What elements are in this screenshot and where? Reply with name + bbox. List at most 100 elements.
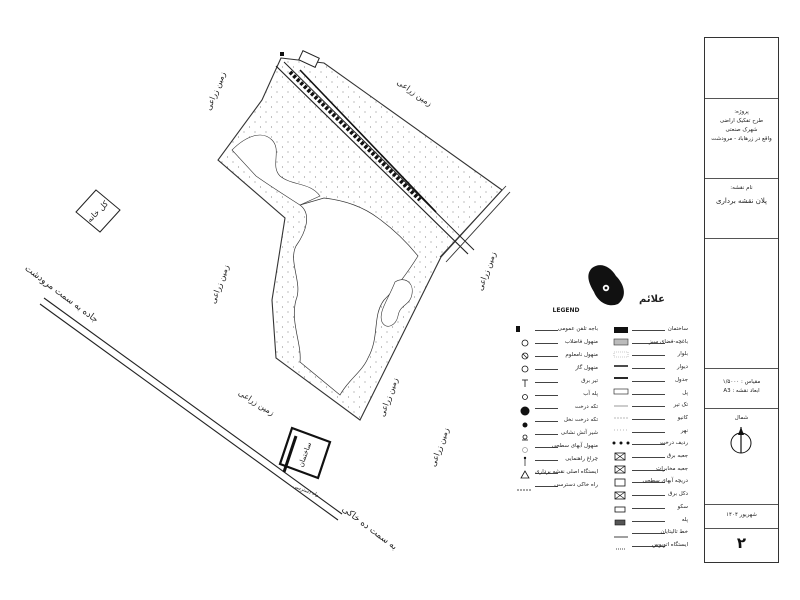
legend-item-label: دریچه آبهای سطحی [642,478,688,485]
legend-symbol-surface-manhole [522,447,528,453]
legend-leader-line [632,444,665,446]
legend-symbol-boulevard [613,351,629,358]
legend-leader-line [632,393,665,395]
legend-item-label: تکه درخت نخل [563,417,598,423]
inner-clear-region-2 [231,134,321,206]
legend-symbol-stairs [614,519,626,526]
north-label: شمال [734,415,749,421]
channel-edge-b [283,61,475,251]
legend-item-label: نهر [680,427,688,434]
legend-item-label: ایستگاه اتوبوس [652,541,688,548]
legend-item-label: دیوار [676,364,688,371]
legend-symbol-phone-booth [516,326,520,332]
project-line-3: واقع در زرهاباد - مرودشت [711,136,772,142]
north-arrow [730,427,752,454]
gate-building [278,426,332,480]
inner-clear-region [293,197,419,396]
legend-title-fa: علائم [639,294,665,305]
project-section: پروژه: طرح تفکیک اراضی شهرک صنعتی واقع د… [705,98,778,179]
farm-label-left-top: زمین زراعی [204,70,228,111]
sheet-number: ۲ [736,534,747,552]
legend-item-label: دکل برق [668,491,688,498]
legend-item-label: جدول [675,376,688,383]
legend-symbol-palm-tree [522,422,528,428]
legend-item-label: ایستگاه اصلی نقشه برداری [535,469,598,475]
map-name-label: نام نقشه: [730,185,753,191]
sheet-number-section: ۲ [705,528,778,562]
legend-leader-line [535,421,558,422]
title-block-header [705,38,778,99]
road-right-edge-1 [439,185,507,258]
legend-leader-line [535,395,558,396]
legend-leader-line [632,482,665,484]
channel-edge-a [275,65,469,255]
farm-label-left-mid: زمین زراعی [208,263,230,304]
scale-section: مقیاس : ۱/۵۰۰۰ ابعاد نقشه : A3 [705,368,778,409]
map-name: پلان نقشه برداری [716,197,767,205]
road-label-bottom: به سمت ده خاکی [340,504,399,552]
scale-text: مقیاس : ۱/۵۰۰۰ [722,379,761,385]
legend-leader-line [535,343,558,344]
legend-item-label: بلوار [677,351,688,358]
legend-leader-line [632,406,665,408]
legend-symbol-fire-hydrant [522,434,528,441]
road-label-left: جاده به سمت مرودشت [23,264,100,326]
date-text: شهریور ۱۴۰۴ [726,512,757,518]
project-label: پروژه: [734,109,749,115]
legend-leader-line [632,342,665,344]
legend-leader-line [632,368,665,370]
legend-symbol-power-tower [614,491,626,500]
legend-symbol-bridge [613,388,629,395]
legend-item-label: کانیو [677,414,688,421]
legend-item-label: منهول گاز [575,365,598,371]
legend-title: LEGEND [553,307,580,314]
north-section: شمال [705,408,778,505]
main-road-edge-1 [39,303,339,521]
project-line-2: شهرک صنعتی [725,127,758,133]
legend-leader-line [632,355,665,357]
legend-item-label: باجه تلفن عمومی [557,326,598,332]
farm-label-bottom-right: زمین زراعی [428,426,450,467]
farm-label-right-mid: زمین زراعی [475,250,497,291]
legend-symbol-unknown-manhole [521,352,529,360]
legend-symbol-green-space [613,338,629,346]
legend-item-label: پله [681,516,688,523]
legend-leader-line [535,434,558,435]
legend-item-label: چراغ راهنمایی [565,456,598,462]
legend-item-label: سکو [677,503,689,510]
legend-item-label: راه خاکی دسترسی [554,482,598,488]
legend-symbol-water-valve [522,394,528,400]
blank-section [705,238,778,369]
legend-symbol-building [614,327,628,333]
legend-item-label: پله آب [583,391,598,397]
legend-leader-line [535,460,558,461]
legend-leader-line [632,431,665,433]
iran-map-emblem [588,265,624,306]
legend-item-label: خط تالیتایان [660,529,689,536]
legend-leader-line [535,473,558,474]
legend-leader-line [632,545,665,547]
legend-leader-line [632,418,665,420]
legend-symbol-traffic-light [523,456,527,466]
legend-item-label: تکه درخت [574,404,598,410]
legend-item-label: ردیف درخت [660,440,688,447]
legend-leader-line [632,330,665,331]
legend-leader-line [632,533,665,535]
legend-symbol-tree-row [612,441,630,445]
legend-symbol-platform [614,506,626,513]
legend-leader-line [632,507,665,509]
survey-marker [280,52,284,56]
sheet-size-text: ابعاد نقشه : A3 [723,388,760,394]
title-block: پروژه: طرح تفکیک اراضی شهرک صنعتی واقع د… [704,37,779,563]
tree-row-strip [288,70,422,202]
farm-label-right-low: زمین زراعی [377,376,399,417]
legend-symbol-survey-station [520,470,530,479]
legend-symbol-power-pole [522,379,528,387]
legend-item-label: منهول نامعلوم [565,352,598,358]
legend-item-label: منهول فاضلاب [564,339,598,345]
channel-wall [299,69,437,213]
legend-item-label: شیر آتش نشانی [560,430,598,436]
legend-item-label: منهول آبهای سطحی [551,443,598,449]
legend-item-label: تک تیر [673,402,688,409]
